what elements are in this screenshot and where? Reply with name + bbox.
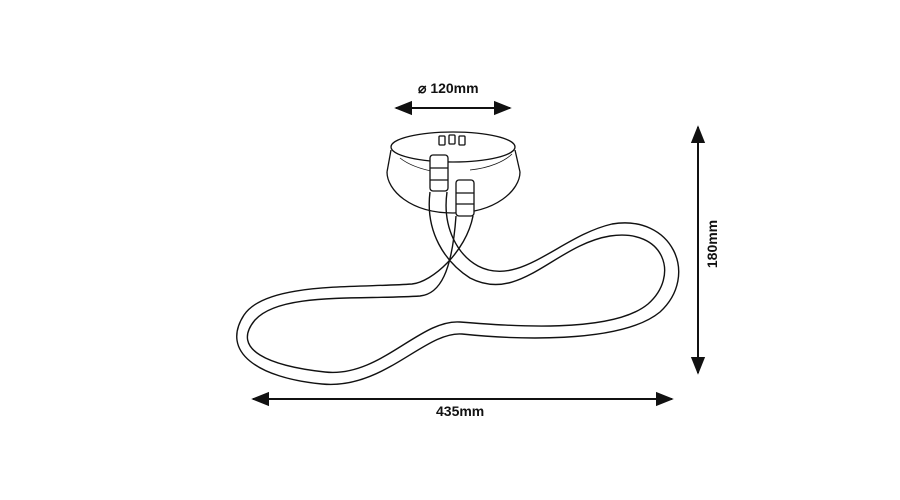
connector-sleeves [429, 154, 475, 217]
width-label: 435mm [436, 403, 485, 419]
led-tube [236, 191, 680, 386]
height-label: 180mm [704, 219, 721, 269]
diameter-label: ⌀ 120mm [418, 80, 479, 96]
ceiling-canopy [386, 131, 521, 214]
